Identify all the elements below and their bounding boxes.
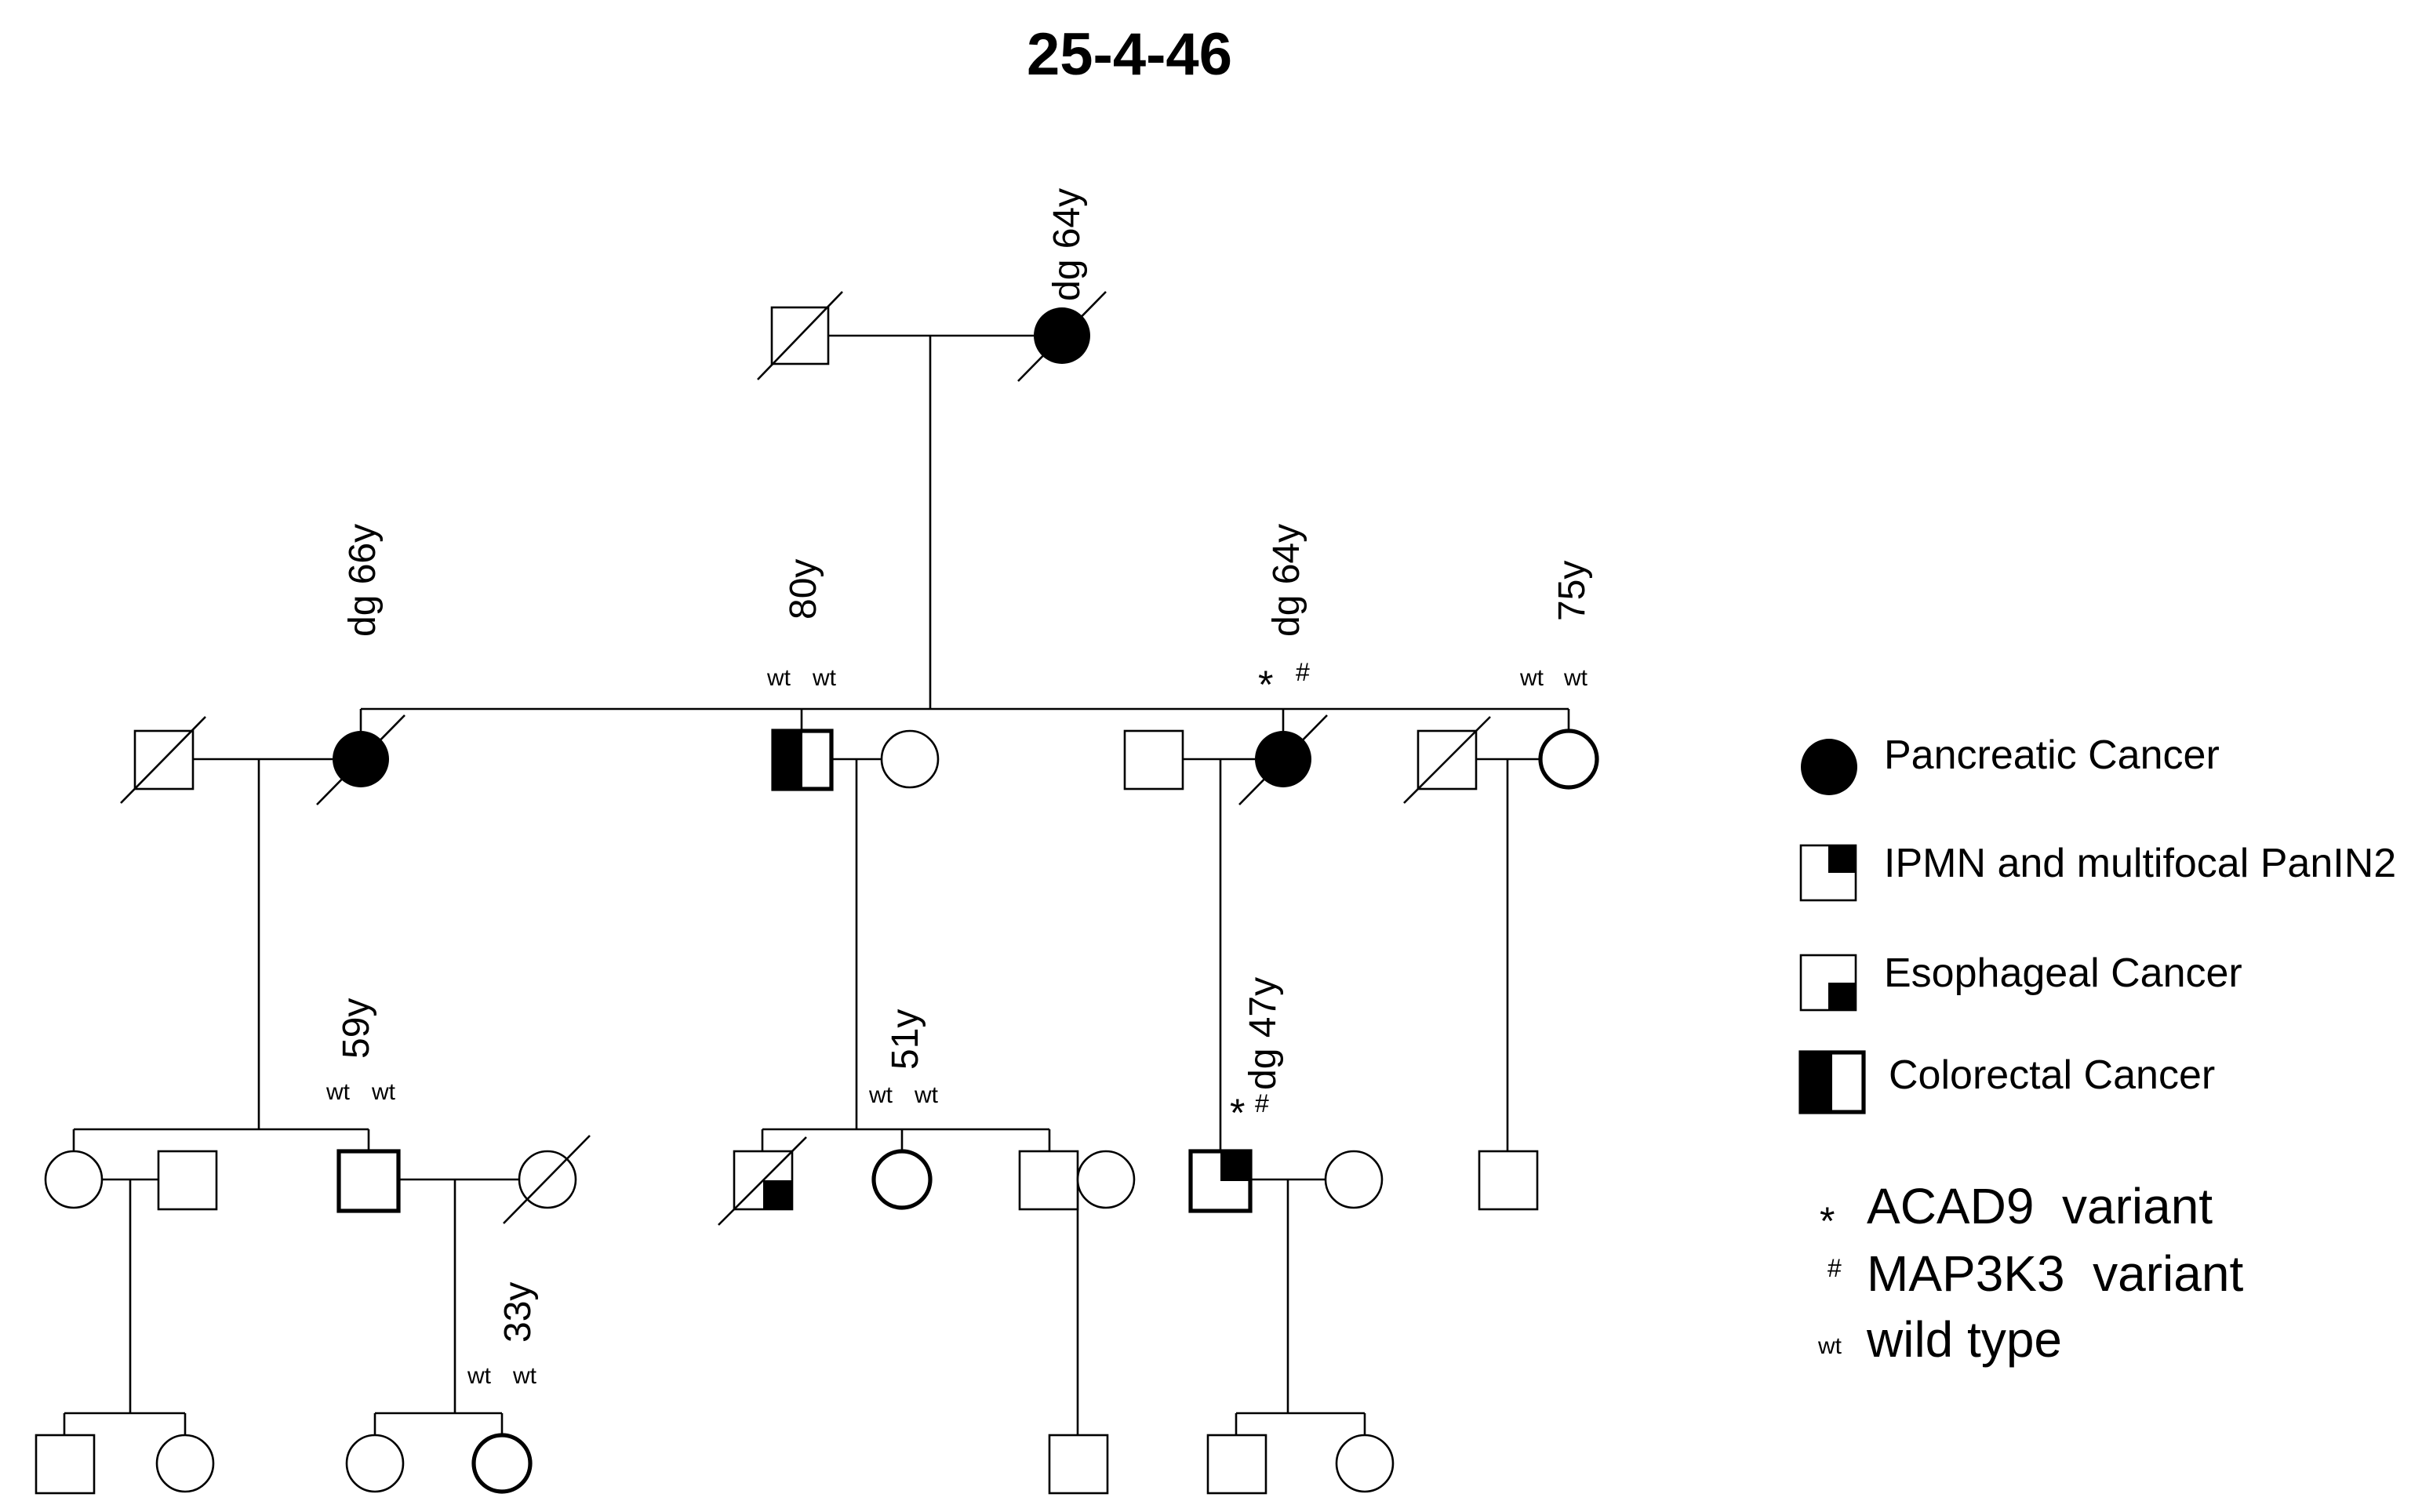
- legend-esophageal-label: Esophageal Cancer: [1884, 950, 2242, 996]
- iii3-wt-label: wt: [325, 1079, 351, 1105]
- grandmother-age-label: dg 64y: [1046, 188, 1088, 301]
- iv4-age-label: 33y: [497, 1282, 539, 1343]
- iii8-map3k3-marker: #: [1255, 1089, 1269, 1118]
- ii1-affected-female-symbol: [316, 714, 406, 805]
- ii1-husband-symbol: [120, 716, 206, 804]
- ii6-affected-female-symbol: [1238, 714, 1328, 805]
- iv4-wt-label: wt: [512, 1363, 537, 1389]
- legend-pancreatic-item: Pancreatic Cancer: [1801, 732, 2220, 795]
- ii3-wt-label: wt: [812, 665, 837, 691]
- iii6-age-label: 51y: [885, 1009, 926, 1070]
- grandmother-symbol: [1017, 291, 1107, 382]
- iv7-female-symbol: [1335, 1434, 1395, 1493]
- legend-colorectal-item: Colorectal Cancer: [1798, 1050, 2215, 1114]
- ii6-map3k3-marker: #: [1296, 658, 1310, 686]
- iv2-female-symbol: [155, 1434, 215, 1493]
- legend-acad9-symbol: *: [1820, 1199, 1835, 1243]
- ii1-age-label: dg 66y: [342, 524, 384, 637]
- iv4-female-symbol: [471, 1433, 533, 1494]
- iii6-wt-label: wt: [868, 1082, 893, 1108]
- legend-pancreatic-swatch: [1801, 739, 1857, 795]
- iv5-male-symbol: [1048, 1434, 1109, 1495]
- ii3-colorectal-male-symbol: [771, 729, 834, 791]
- iii1-female-symbol: [44, 1150, 104, 1209]
- ii8-wt-label: wt: [1563, 665, 1588, 691]
- legend-pancreatic-label: Pancreatic Cancer: [1884, 732, 2220, 778]
- iii8-ipmn-male-symbol: [1188, 1149, 1253, 1213]
- legend-acad9-label: ACAD9 variant: [1867, 1178, 2213, 1234]
- generation-4: 33y wt wt: [35, 1282, 1395, 1495]
- iii3-wt-label: wt: [371, 1079, 396, 1105]
- iv6-male-symbol: [1206, 1434, 1267, 1495]
- legend-wildtype-label: wild type: [1866, 1311, 2062, 1368]
- legend-esophageal-item: Esophageal Cancer: [1799, 950, 2242, 1012]
- ii7-husband-symbol: [1403, 716, 1491, 804]
- legend-acad9-item: * ACAD9 variant: [1820, 1178, 2213, 1243]
- generation-3: 59y wt wt 51y wt wt dg 47y * #: [44, 977, 1539, 1445]
- iv1-male-symbol: [35, 1434, 96, 1495]
- iii4-wife-symbol: [503, 1135, 591, 1224]
- iii8-age-label: dg 47y: [1242, 977, 1284, 1090]
- legend-ipmn-item: IPMN and multifocal PanIN2: [1799, 841, 2396, 902]
- grandfather-symbol: [757, 291, 843, 380]
- ii6-acad9-marker: *: [1258, 663, 1273, 707]
- iii6-female-symbol: [871, 1149, 933, 1210]
- ii8-female-symbol: [1538, 729, 1599, 790]
- iii7-male-symbol: [1018, 1150, 1079, 1211]
- iii2-male-symbol: [157, 1150, 218, 1211]
- legend-map3k3-item: # MAP3K3 variant: [1827, 1245, 2243, 1302]
- legend-ipmn-label: IPMN and multifocal PanIN2: [1884, 841, 2396, 886]
- legend-colorectal-label: Colorectal Cancer: [1889, 1052, 2215, 1098]
- iii6-wt-label: wt: [914, 1082, 939, 1108]
- ii6-age-label: dg 64y: [1266, 524, 1307, 637]
- iii10-male-symbol: [1478, 1150, 1539, 1211]
- iv4-wt-label: wt: [467, 1363, 492, 1389]
- generation-1: dg 64y: [757, 188, 1107, 709]
- legend-wt-symbol: wt: [1817, 1333, 1842, 1359]
- legend-colorectal-swatch: [1801, 1052, 1832, 1112]
- ii3-wt-label: wt: [766, 665, 791, 691]
- iii3-male-symbol: [336, 1149, 401, 1213]
- iv3-female-symbol: [345, 1434, 405, 1493]
- ii4-wife-symbol: [880, 729, 940, 789]
- ii8-age-label: 75y: [1551, 561, 1593, 621]
- iii7-wife-symbol: [1076, 1150, 1136, 1209]
- ii8-wt-label: wt: [1519, 665, 1544, 691]
- legend-map3k3-symbol: #: [1827, 1254, 1842, 1282]
- iii9-wife-symbol: [1324, 1150, 1384, 1209]
- pedigree-title: 25-4-46: [1027, 21, 1232, 88]
- ii3-age-label: 80y: [783, 559, 824, 620]
- ii5-husband-symbol: [1123, 729, 1184, 791]
- legend-map3k3-label: MAP3K3 variant: [1867, 1245, 2243, 1302]
- generation-2: dg 66y 80y wt wt dg 64y * #: [120, 524, 1599, 1161]
- iii3-age-label: 59y: [336, 998, 377, 1059]
- legend-wildtype-item: wt wild type: [1817, 1311, 2062, 1368]
- iii5-esophageal-male-symbol: [718, 1136, 807, 1226]
- legend: Pancreatic Cancer IPMN and multifocal Pa…: [1798, 732, 2396, 1368]
- iii8-acad9-marker: *: [1230, 1091, 1245, 1135]
